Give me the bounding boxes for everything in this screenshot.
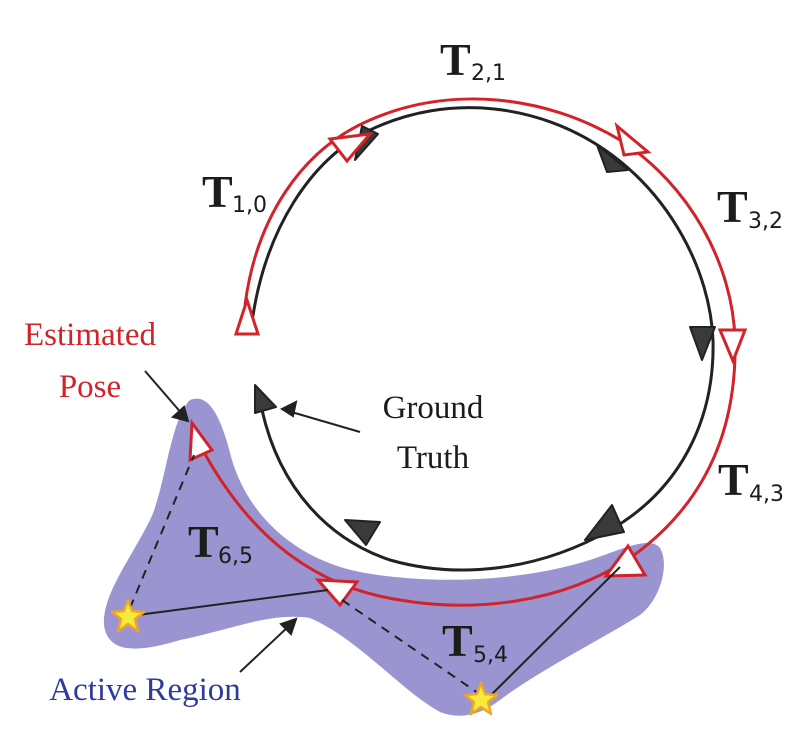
transform-label-t32: T 3,2 [717,181,783,234]
obs-line-1 [129,589,329,617]
est-arrow-7 [188,418,215,463]
ground-truth-trajectory [250,106,715,572]
transform-label-t10: T 1,0 [202,166,267,218]
transform-subscript: 3,2 [748,209,783,234]
est-arrow-2 [327,132,374,164]
active-region-blob [103,398,664,716]
obs-line-2 [485,566,621,701]
ground-truth-label-line1: Ground [383,390,484,426]
ground-truth-pointer [279,400,361,433]
estimated-pose-label-line2: Pose [59,369,121,405]
gt-arrow-3 [689,326,716,361]
transform-subscript: 2,1 [471,61,506,86]
star-icon [110,598,146,633]
est-arrow-6 [314,578,360,608]
estimated-pose-pointer [144,370,190,423]
est-arrow-1 [233,295,261,336]
est-arrow-3 [614,121,652,157]
est-arrow-4 [717,328,748,366]
transform-subscript: 5,4 [473,643,508,668]
transform-main: T [442,615,473,666]
transform-subscript: 4,3 [749,482,784,507]
ground-truth-arrows [254,125,716,546]
estimated-pose-label-line1: Estimated [24,317,156,353]
transform-label-t43: T 4,3 [718,454,784,507]
active-region-label: Active Region [49,672,241,708]
gt-arrow-4 [584,504,625,541]
obs-dashed-2 [341,599,479,694]
landmark-observations [129,454,621,701]
gt-arrow-2 [596,144,629,173]
gt-arrow-5 [344,519,381,546]
estimated-arrows [188,121,748,608]
gt-arrow-6 [254,384,277,414]
transform-subscript: 1,0 [232,193,267,218]
obs-dashed-1 [129,454,195,609]
estimated-trajectory [198,97,737,607]
est-arrow-5 [602,543,648,578]
transform-main: T [188,516,219,567]
landmarks [110,598,499,716]
active-region-pointer [239,617,298,673]
ground-truth-label-line2: Truth [397,440,470,476]
transform-label-t54: T 5,4 [442,615,508,668]
transform-label-t21: T 2,1 [440,34,506,86]
transform-main: T [202,166,233,217]
transform-label-t65: T 6,5 [188,516,253,569]
star-icon [463,681,499,716]
transform-subscript: 6,5 [218,544,253,569]
transform-main: T [440,34,471,85]
transform-main: T [718,454,749,505]
transform-main: T [717,181,748,232]
